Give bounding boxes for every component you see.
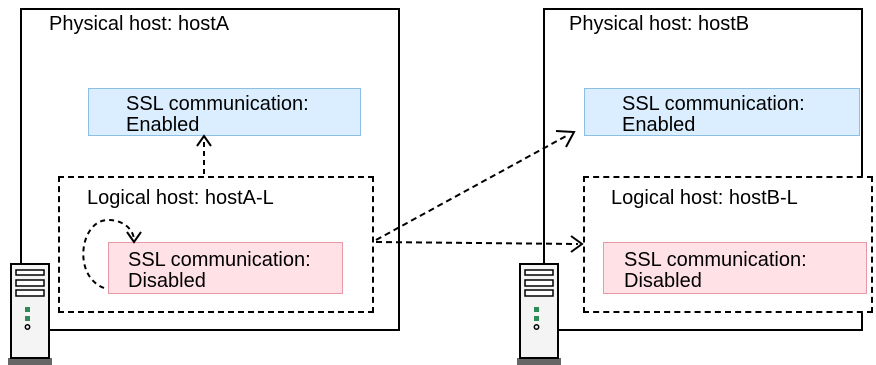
- ssl-status-value: Disabled: [624, 270, 702, 292]
- logical-host-b-ssl-status: SSL communication: Disabled: [603, 242, 867, 294]
- logical-host-a-label: Logical host: hostA-L: [87, 187, 274, 209]
- physical-host-a-ssl-status: SSL communication: Enabled: [88, 88, 361, 136]
- ssl-status-value: Enabled: [622, 114, 696, 136]
- ssl-status-value: Enabled: [126, 114, 200, 136]
- ssl-title: SSL communication:: [128, 249, 311, 271]
- logical-host-b-label: Logical host: hostB-L: [611, 187, 798, 209]
- ssl-title: SSL communication:: [622, 93, 805, 115]
- logical-host-a-ssl-status: SSL communication: Disabled: [108, 242, 343, 294]
- ssl-status-value: Disabled: [128, 270, 206, 292]
- physical-host-b-label: Physical host: hostB: [569, 13, 750, 35]
- physical-host-a-label: Physical host: hostA: [49, 13, 230, 35]
- ssl-title: SSL communication:: [624, 249, 807, 271]
- physical-host-b-ssl-status: SSL communication: Enabled: [584, 88, 860, 136]
- ssl-title: SSL communication:: [126, 93, 309, 115]
